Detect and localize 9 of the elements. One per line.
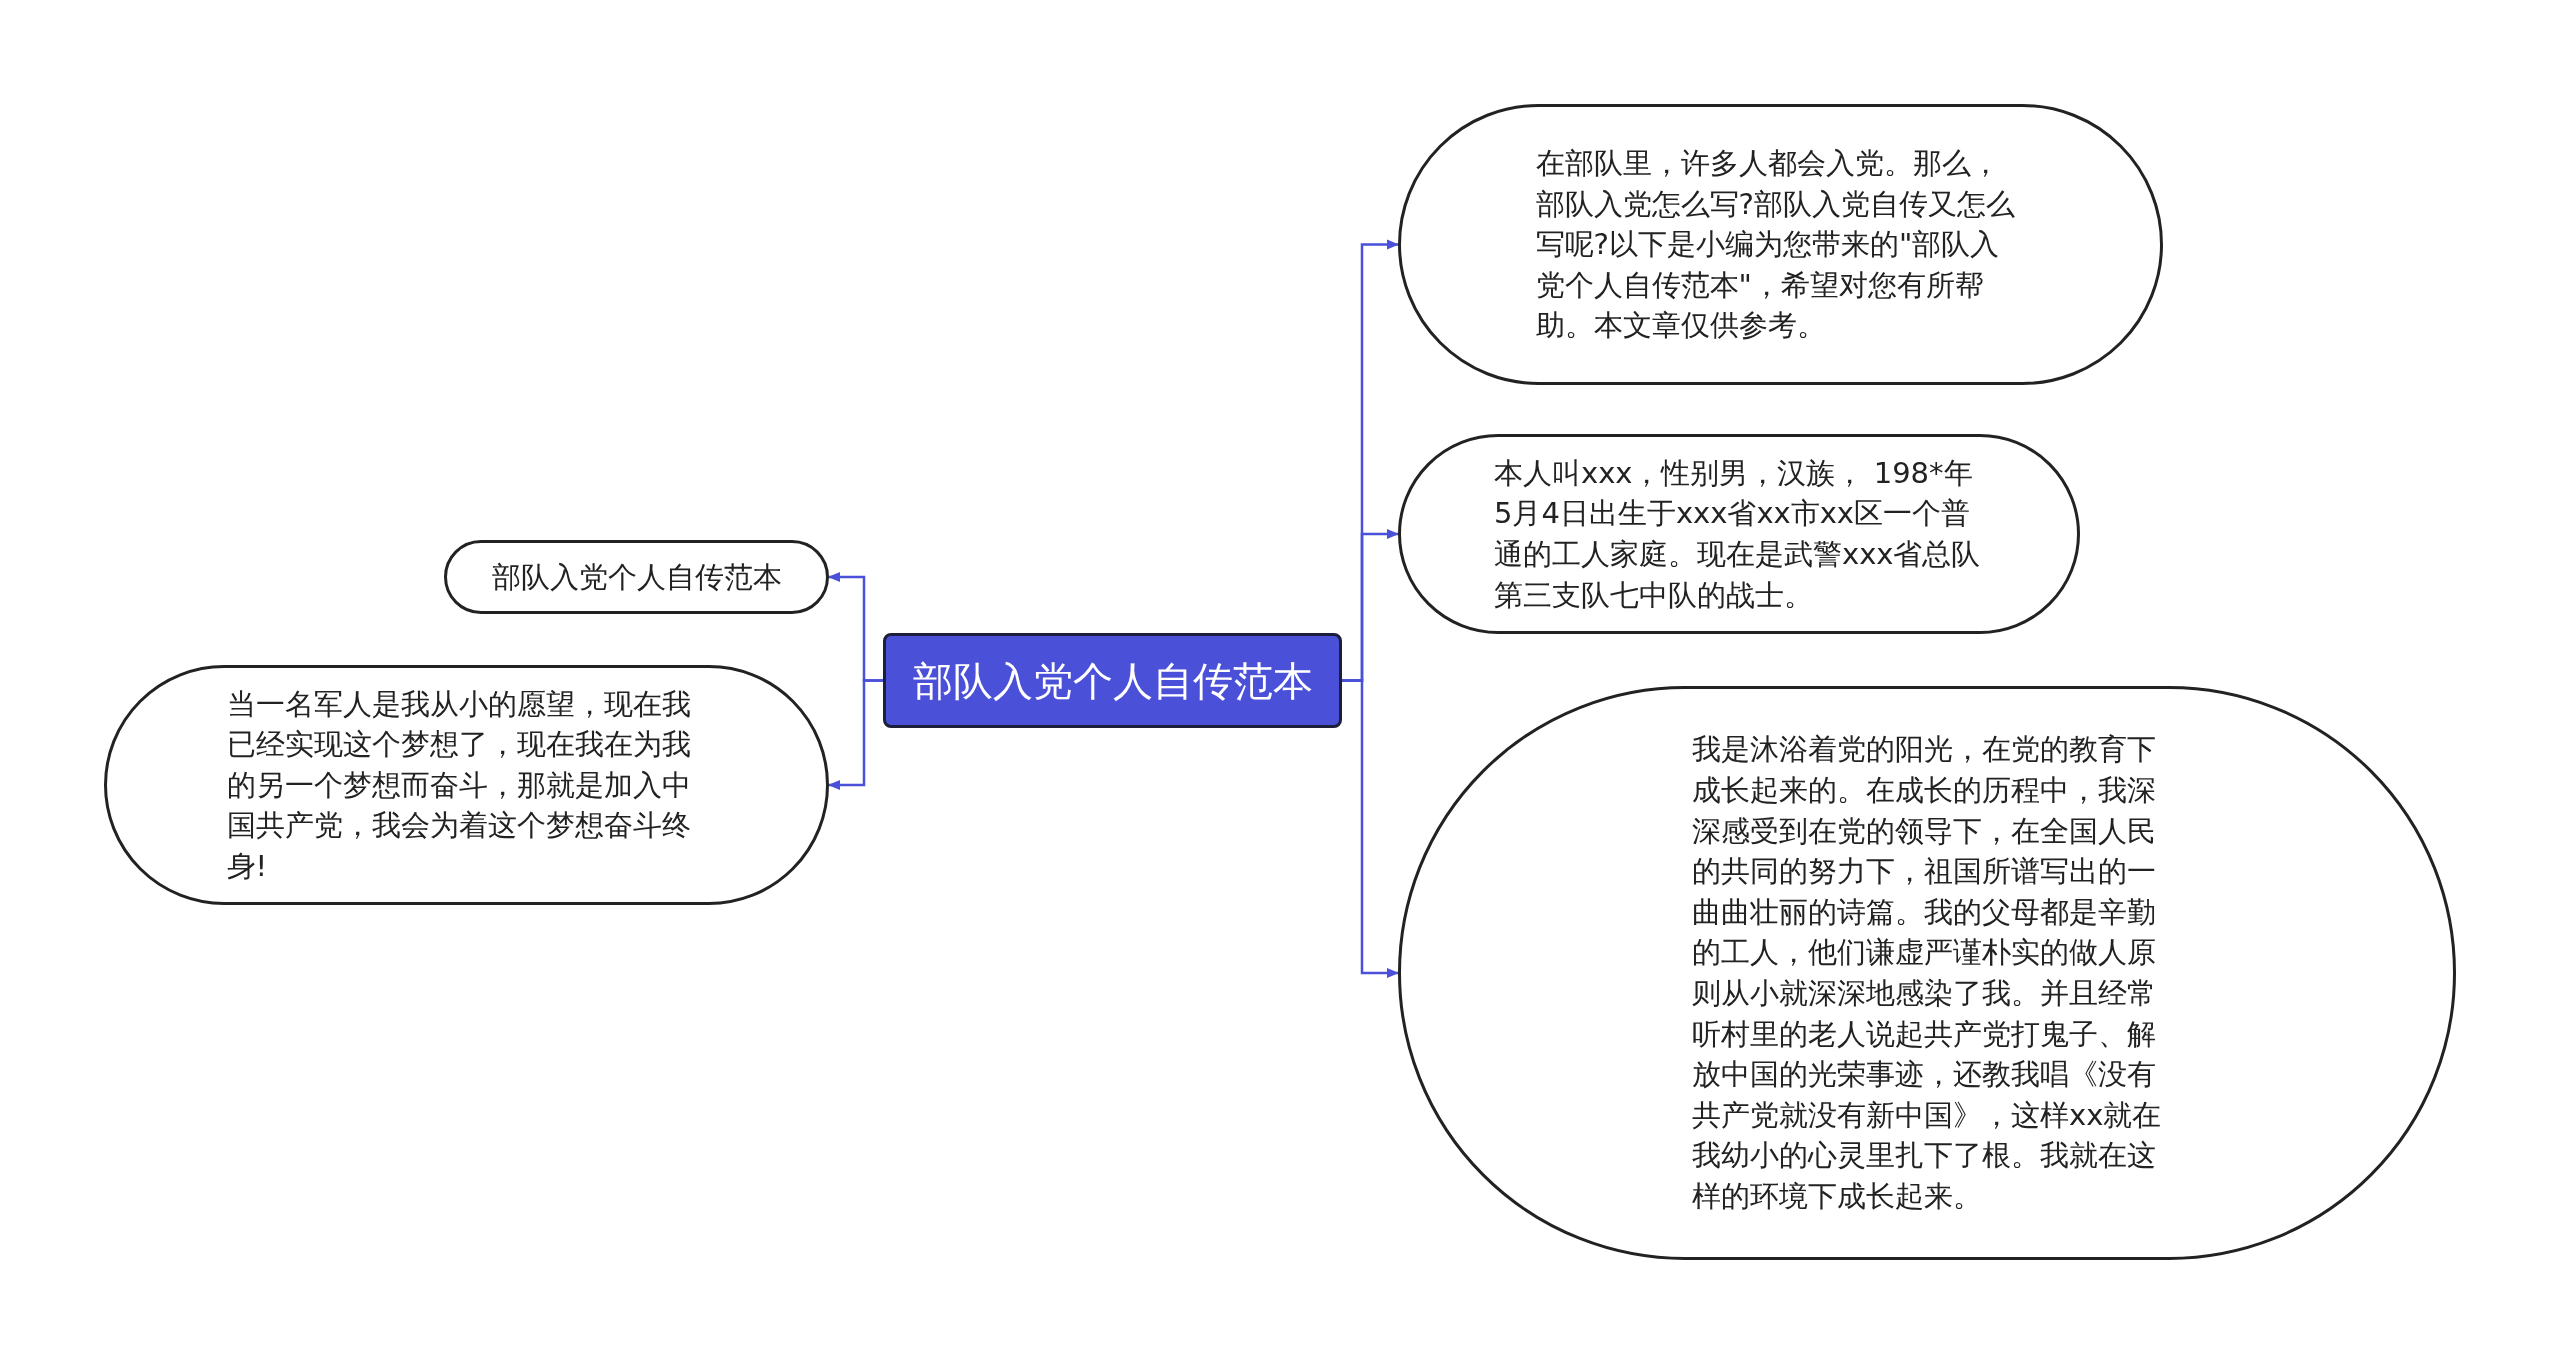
topic-text: 本人叫xxx，性别男，汉族， 198*年5月4日出生于xxx省xx市xx区一个普通的工人家庭。现在是武警xxx省总队第三支队七中队的战士。 [1494, 454, 1982, 614]
topic-text: 在部队里，许多人都会入党。那么，部队入党怎么写?部队入党自传又怎么写呢?以下是小编为您带来的"部队入党个人自传范本"，希望对您有所帮助。本文章仅供参考。 [1535, 145, 2016, 345]
connector-arrow [1342, 679, 1400, 978]
connector-arrow [827, 679, 883, 790]
central-topic-box [883, 633, 1342, 728]
topic-text: 部队入党个人自传范本 [491, 558, 782, 596]
topic-text: 当一名军人是我从小的愿望，现在我已经实现这个梦想了，现在我在为我的另一个梦想而奋斗，那就是加入中国共产党，我会为着这个梦想奋斗终身! [226, 685, 692, 885]
topic-text: 我是沐浴着党的阳光，在党的教育下成长起来的。在成长的历程中，我深深感受到在党的领导下，在全国人民的共同的努力下，祖国所谱写出的一曲曲壮丽的诗篇。我的父母都是辛勤的工人，他们谦虚严谨朴实的做人原则从小就深深地感染了我。并且经常听村里的老人说起共产党打鬼子、解放中国的光荣事迹，还教我唱《没有共产党就没有新中国》，这样xx就在我幼小的心灵里扎下了根。我就在这样的环境下成长起来。 [1692, 731, 2162, 1215]
central-topic-text: 部队入党个人自传范本 [912, 656, 1313, 706]
